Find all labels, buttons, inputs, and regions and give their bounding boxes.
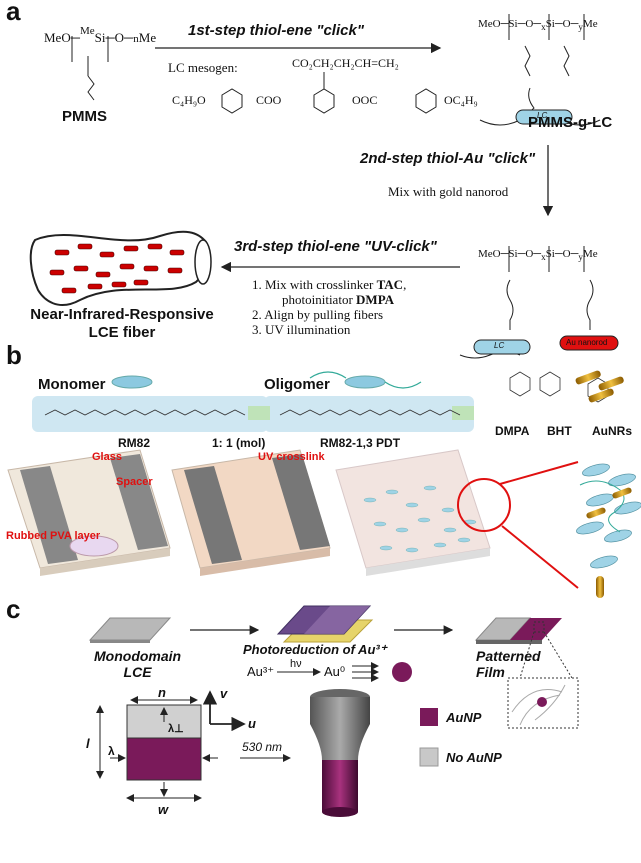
molecule-skeletons bbox=[44, 371, 609, 416]
instr2: 2. Align by pulling fibers bbox=[252, 307, 384, 322]
bht-label: BHT bbox=[547, 424, 572, 438]
polymer-au-formula: MeO─Si─O─xSi─O─yMe bbox=[478, 248, 598, 263]
monodomain-line2: LCE bbox=[123, 664, 152, 680]
legend-aunp-swatch bbox=[420, 708, 438, 726]
aunrs-icon bbox=[575, 370, 624, 403]
monomer-ellipse bbox=[111, 375, 153, 389]
instr1a: 1. Mix with crosslinker bbox=[252, 277, 377, 292]
fiber-line2: LCE fiber bbox=[88, 324, 156, 341]
ratio-label: 1: 1 (mol) bbox=[212, 436, 266, 450]
lc-capsule-1 bbox=[515, 109, 573, 125]
mesogen-coo: COO bbox=[256, 93, 282, 107]
rm82-pdt-label: RM82-1,3 PDT bbox=[320, 436, 401, 450]
photoreduction-stack bbox=[276, 605, 374, 643]
hv-label: hν bbox=[290, 658, 302, 670]
oligomer-label: Oligomer bbox=[264, 376, 330, 393]
pva-label: Rubbed PVA layer bbox=[6, 530, 101, 542]
au-particle bbox=[392, 662, 412, 682]
lc-tag-1: LC bbox=[537, 111, 548, 120]
uv-label: UV crosslink bbox=[258, 451, 325, 463]
au-nanorod-label: Au nanorod bbox=[566, 338, 608, 347]
oligomer-box bbox=[264, 396, 474, 432]
patterned-caption: Patterned Film bbox=[476, 648, 541, 680]
patterned-line1: Patterned bbox=[476, 648, 541, 664]
instr1e: DMPA bbox=[356, 292, 395, 307]
mesogen-top-group: CO₂CH₂CH₂CH=CH₂ bbox=[292, 56, 399, 70]
step2-text: 2nd-step thiol-Au "click" bbox=[360, 150, 536, 167]
lc-capsule-2 bbox=[473, 339, 531, 355]
au-nanorod-tag bbox=[559, 335, 619, 351]
rm82-label: RM82 bbox=[118, 436, 151, 450]
lambda-perp-label: λ⊥ bbox=[168, 723, 184, 735]
lc-mesogen-label: LC mesogen: bbox=[168, 60, 238, 75]
legend-aunp: AuNP bbox=[446, 710, 482, 725]
au-arrows bbox=[277, 662, 379, 682]
mesogen-structure bbox=[221, 72, 437, 114]
photoreduction-label: Photoreduction of Au³⁺ bbox=[243, 642, 387, 657]
pmms-label: PMMS bbox=[62, 108, 107, 125]
dmpa-label: DMPA bbox=[495, 424, 530, 438]
v-label: v bbox=[220, 686, 228, 701]
au3-label: Au³⁺ bbox=[247, 664, 275, 679]
mesogen-ooc: OOC bbox=[352, 93, 378, 107]
au0-label: Au⁰ bbox=[324, 664, 346, 679]
monodomain-line1: Monodomain bbox=[94, 648, 182, 664]
l-label: l bbox=[86, 736, 90, 751]
legend-noaunp-swatch bbox=[419, 747, 439, 767]
zoom-circle bbox=[457, 478, 511, 532]
monomer-box bbox=[32, 396, 268, 432]
instr1b: TAC bbox=[376, 277, 404, 292]
lc-tag-2: LC bbox=[494, 341, 505, 350]
pmms-formula: MeO─MeSi─O─nMe bbox=[44, 25, 157, 45]
glass-cell-2 bbox=[171, 449, 331, 576]
instr1c: , bbox=[403, 277, 407, 292]
glass-label: Glass bbox=[92, 451, 122, 463]
lce-fiber bbox=[29, 230, 212, 306]
patterned-line2: Film bbox=[476, 664, 505, 680]
glass-cell-3 bbox=[335, 449, 491, 576]
mesogen-left-group: C₄H₉O bbox=[172, 93, 206, 107]
glass-cell-1 bbox=[7, 449, 171, 576]
aunrs-label: AuNRs bbox=[592, 424, 633, 438]
w-label: w bbox=[158, 802, 169, 817]
n-label: n bbox=[158, 685, 166, 700]
panel-c-label: c bbox=[6, 594, 21, 624]
monodomain-film bbox=[88, 617, 172, 641]
instr3: 3. UV illumination bbox=[252, 322, 351, 337]
step1-text: 1st-step thiol-ene "click" bbox=[188, 22, 364, 39]
lambda-label: λ bbox=[108, 744, 115, 758]
monomer-label: Monomer bbox=[38, 376, 106, 393]
square-bottom bbox=[126, 737, 202, 781]
step3-text: 3rd-step thiol-ene "UV-click" bbox=[234, 238, 437, 255]
fiber-line1: Near-Infrared-Responsive bbox=[30, 306, 214, 323]
panel-a-label: a bbox=[6, 0, 21, 26]
monodomain-caption: Monodomain LCE bbox=[94, 648, 181, 680]
mesogen-right-group: OC₄H₉ bbox=[444, 93, 478, 107]
zoom-detail bbox=[576, 463, 641, 598]
deformed-cylinder bbox=[310, 689, 370, 817]
pmms-g-lc-formula: MeO─Si─O─xSi─O─yMe bbox=[478, 18, 598, 33]
patterned-film bbox=[474, 617, 579, 729]
legend-no-aunp: No AuNP bbox=[446, 750, 502, 765]
spacer-label: Spacer bbox=[116, 476, 153, 488]
instr1d: photoinitiator bbox=[282, 292, 357, 307]
polymer-au-structure bbox=[459, 246, 594, 359]
pmms-structure bbox=[71, 36, 109, 101]
oligomer-ellipse bbox=[344, 375, 386, 389]
nm530-label: 530 nm bbox=[242, 740, 283, 754]
mix-gold-text: Mix with gold nanorod bbox=[388, 184, 509, 199]
fiber-caption: Near-Infrared-Responsive LCE fiber bbox=[22, 306, 222, 342]
panel-b-label: b bbox=[6, 340, 22, 370]
instructions: 1. Mix with crosslinker TAC, photoinitia… bbox=[252, 277, 406, 337]
u-label: u bbox=[248, 716, 256, 731]
pmms-g-lc-label: PMMS-g-LC bbox=[528, 114, 613, 131]
